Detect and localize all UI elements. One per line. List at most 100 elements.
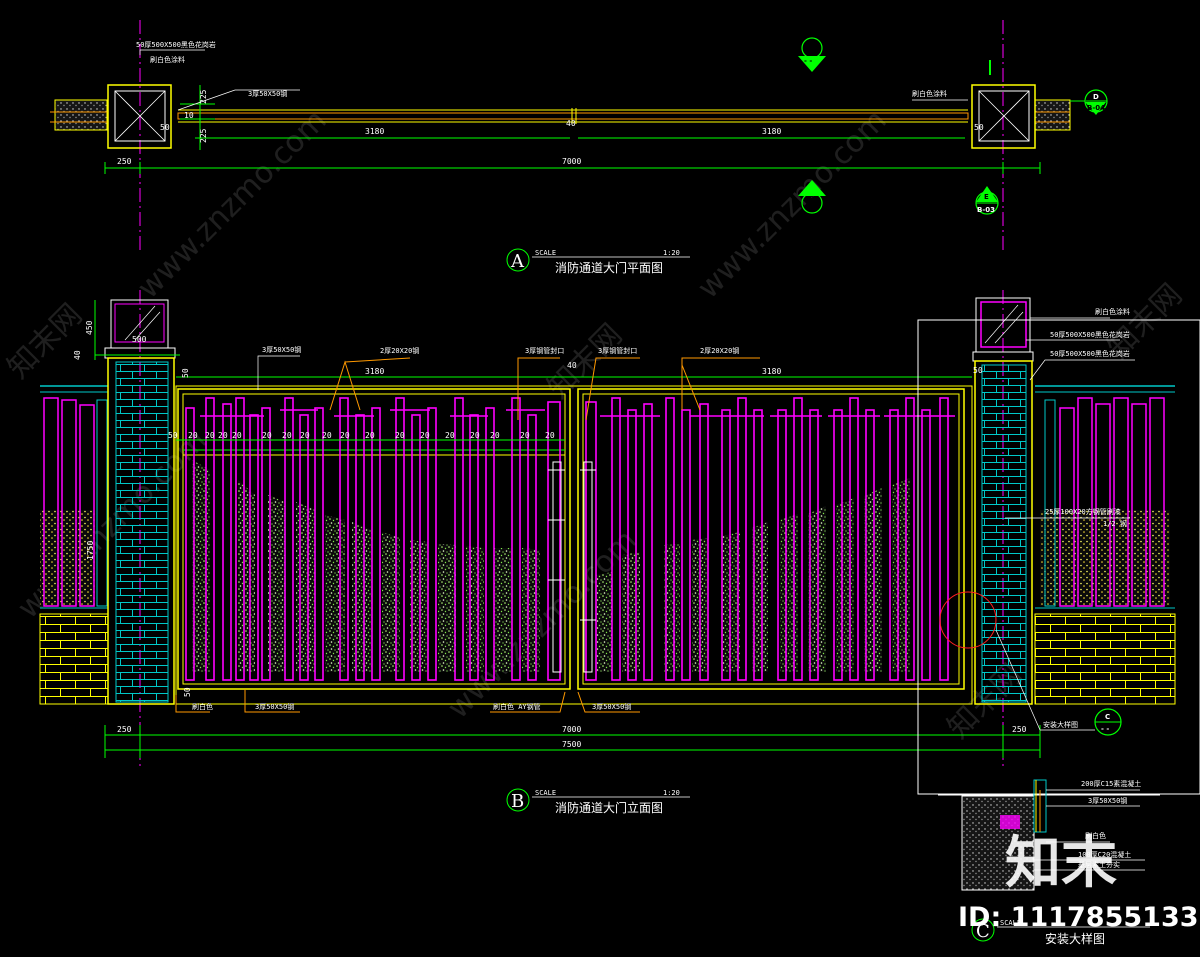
elev-dim-gate-width: 7000 (562, 725, 581, 734)
note-install: 安装大样图 (1043, 720, 1078, 729)
gate-center (548, 461, 596, 673)
fence-left (39, 385, 109, 705)
elev-dim-bottom-gap: 50 (183, 687, 192, 697)
note-bottom-mid-b: 3厚50X50钢 (592, 702, 631, 711)
marker-e-sub: B-03 (977, 206, 995, 214)
bar-dim: 20 (420, 431, 430, 440)
marker-mid-letter: B (809, 195, 814, 203)
bar-dim: 20 (520, 431, 530, 440)
bar-dim: 20 (262, 431, 272, 440)
plan-dim-left-cap: 250 (117, 157, 132, 166)
plan-view: 250 7000 3180 3180 40 50 50 10 225 225 5… (50, 20, 1071, 275)
bar-dimension-chain: 50 20 20 20 20 20 20 20 20 20 20 20 20 2… (168, 431, 565, 441)
plan-dim-ten: 10 (184, 111, 194, 120)
marker-d-letter: D (1093, 93, 1099, 101)
elev-dim-mid-gap: 40 (567, 361, 577, 370)
gate-bars-left (185, 397, 561, 681)
detail-note-e: 基层素土夯实 (1078, 860, 1120, 869)
elev-dim-side-h: 1750 (86, 541, 95, 560)
plan-dim-gap-a: 225 (199, 89, 208, 104)
bar-dim: 20 (490, 431, 500, 440)
section-marker-top: B - - (798, 37, 826, 72)
note-bottom-left-b: 3厚50X50钢 (255, 702, 294, 711)
note-bottom-mid-a: 刷白色 AY钢管 (493, 702, 541, 711)
bar-dim: 20 (365, 431, 375, 440)
brand-logo: 知末 (1005, 831, 1117, 896)
bar-dim: 20 (188, 431, 198, 440)
bar-dim: 20 (300, 431, 310, 440)
note-side-bar: 25厚100X20方钢管刷漆 (1045, 507, 1121, 516)
section-marker-mid: B - - (798, 180, 826, 214)
elev-scale-word: SCALE (535, 789, 556, 797)
detail-title: 安装大样图 (1045, 931, 1105, 946)
plan-note-rail: 3厚50X50钢 (248, 89, 287, 98)
elev-dim-cap-w: 500 (132, 335, 147, 344)
section-marker-mid-e: E B-03 (975, 186, 999, 215)
note-mid-a: 3厚钢管封口 (525, 346, 564, 355)
note-mid-b: 3厚钢管封口 (598, 346, 637, 355)
detail-note-c: 刷白色 (1085, 831, 1106, 840)
gate-bars-right (585, 397, 955, 681)
elevation-view: 50 20 20 20 20 20 20 20 20 20 20 20 20 2… (39, 290, 1176, 815)
elev-dim-post-top: 450 (85, 320, 94, 335)
detail-scale-word: SCALE (1000, 919, 1021, 927)
marker-top-letter: B (809, 40, 814, 48)
bar-dim: 50 (168, 431, 178, 440)
plan-dim-overall: 7000 (562, 157, 581, 166)
note-stone-b: 50厚500X500黑色花岗岩 (1050, 349, 1130, 358)
note-post-paint: 刷白色涂料 (1095, 307, 1130, 316)
plan-note-post-stone: 50厚500X500黑色花岗岩 (136, 40, 216, 49)
plan-post-right (971, 84, 1036, 149)
elev-notes-top: 3厚50X50钢 2厚20X20钢 3厚钢管封口 3厚钢管封口 2厚20X20钢… (257, 307, 1135, 528)
elev-dim-cap-h: 40 (73, 350, 82, 360)
elev-post-right (972, 297, 1034, 705)
elev-post-left (104, 299, 176, 705)
section-marker-right-d: D B-04 (1070, 89, 1108, 115)
plan-dim-gap-b: 225 (199, 128, 208, 143)
elev-title: 消防通道大门立面图 (555, 800, 663, 815)
note-stone-a: 50厚500X500黑色花岗岩 (1050, 330, 1130, 339)
elev-dim-right-cap: 250 (1012, 725, 1027, 734)
plan-post-left (107, 84, 172, 149)
bar-dim: 20 (470, 431, 480, 440)
elev-dim-right-gap: 50 (973, 366, 983, 375)
note-side-bar-b: 1/2 钢 (1103, 519, 1127, 528)
elev-dim-span-left: 3180 (365, 367, 384, 376)
plan-note-right: 刷白色涂料 (912, 89, 947, 98)
elev-notes-bottom: 刷白色 3厚50X50钢 刷白色 AY钢管 3厚50X50钢 (175, 689, 640, 713)
plan-dim-span-right: 3180 (762, 127, 781, 136)
detail-panel: 200厚C15素混凝土 3厚50X50钢 刷白色 100厚C20混凝土 基层素土… (917, 319, 1200, 946)
bar-dim: 20 (545, 431, 555, 440)
watermark-text: www.znzmo.com (131, 103, 334, 306)
section-marker-elev-c: C - - (1094, 708, 1122, 736)
detail-note-d: 100厚C20混凝土 (1078, 850, 1131, 859)
detail-badge: C (976, 921, 990, 942)
elev-scale: 1:20 (663, 789, 680, 797)
plan-dim-mid-gap: 40 (566, 119, 576, 128)
plan-scale-word: SCALE (535, 249, 556, 257)
elev-dim-span-right: 3180 (762, 367, 781, 376)
bar-dim: 20 (445, 431, 455, 440)
note-bottom-left: 刷白色 (192, 702, 213, 711)
detail-note-a: 200厚C15素混凝土 (1081, 779, 1141, 788)
elev-dim-left-cap: 250 (117, 725, 132, 734)
note-bars-a: 2厚20X20钢 (380, 346, 419, 355)
bar-dim: 20 (282, 431, 292, 440)
gate-fill-right (596, 478, 910, 672)
marker-c-letter: C (1105, 713, 1110, 721)
plan-title: 消防通道大门平面图 (555, 260, 663, 275)
watermark-brand: 知末网 (1, 297, 89, 385)
plan-dim-right-gap: 50 (974, 123, 984, 132)
bar-dim: 20 (395, 431, 405, 440)
note-bars-b: 2厚20X20钢 (700, 346, 739, 355)
brand-overlay: 知末 ID: 1117855133 (958, 831, 1199, 933)
bar-dim: 20 (340, 431, 350, 440)
plan-badge: A (510, 251, 525, 272)
section-markers: B - - B - - D B-04 E B-03 C - (798, 37, 1122, 736)
bar-dim: 20 (322, 431, 332, 440)
fence-right (1034, 385, 1176, 705)
marker-mid-sub: - - (806, 205, 814, 213)
marker-e-letter: E (984, 193, 989, 201)
marker-d-sub: B-04 (1087, 104, 1105, 112)
